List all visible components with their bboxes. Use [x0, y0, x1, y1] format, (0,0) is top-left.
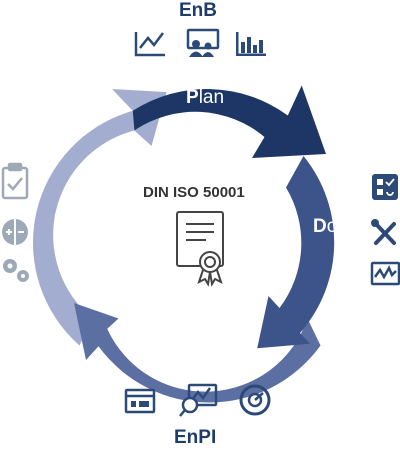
tools-icon	[371, 219, 396, 245]
phase-check-rest: heck	[175, 338, 216, 359]
monitor-wave-icon	[370, 261, 400, 286]
clipboard-check-icon	[1, 162, 29, 200]
phase-do-label: Do	[313, 216, 337, 238]
phase-do-initial: D	[313, 216, 327, 237]
line-chart-icon	[134, 32, 165, 57]
do-arrow	[257, 156, 335, 349]
plan-arrow	[132, 85, 326, 158]
phase-plan-initial: P	[186, 87, 199, 108]
phase-act-label: Act	[54, 200, 83, 222]
phase-plan-rest: lan	[198, 87, 225, 108]
task-list-icon	[372, 174, 398, 200]
bar-chart-icon	[236, 32, 266, 56]
phase-do-rest: o	[326, 216, 338, 237]
phase-act-initial: A	[54, 200, 68, 221]
act-arrow	[33, 89, 167, 346]
phase-check-label: Check	[162, 338, 216, 360]
certificate-icon	[176, 211, 224, 287]
phase-check-initial: C	[162, 338, 176, 359]
gears-icon	[3, 259, 29, 282]
gauge-icon	[239, 384, 271, 416]
phase-plan-label: Plan	[186, 87, 224, 109]
dashboard-window-icon	[124, 388, 156, 414]
enpi-title: EnPI	[174, 427, 217, 448]
chart-magnifier-icon	[179, 383, 218, 417]
phase-act-rest: ct	[67, 200, 83, 221]
check-arrow	[74, 303, 321, 403]
enb-title: EnB	[179, 0, 217, 21]
center-title: DIN ISO 50001	[143, 184, 245, 201]
plus-minus-icon	[2, 219, 28, 245]
presentation-icon	[186, 28, 220, 57]
